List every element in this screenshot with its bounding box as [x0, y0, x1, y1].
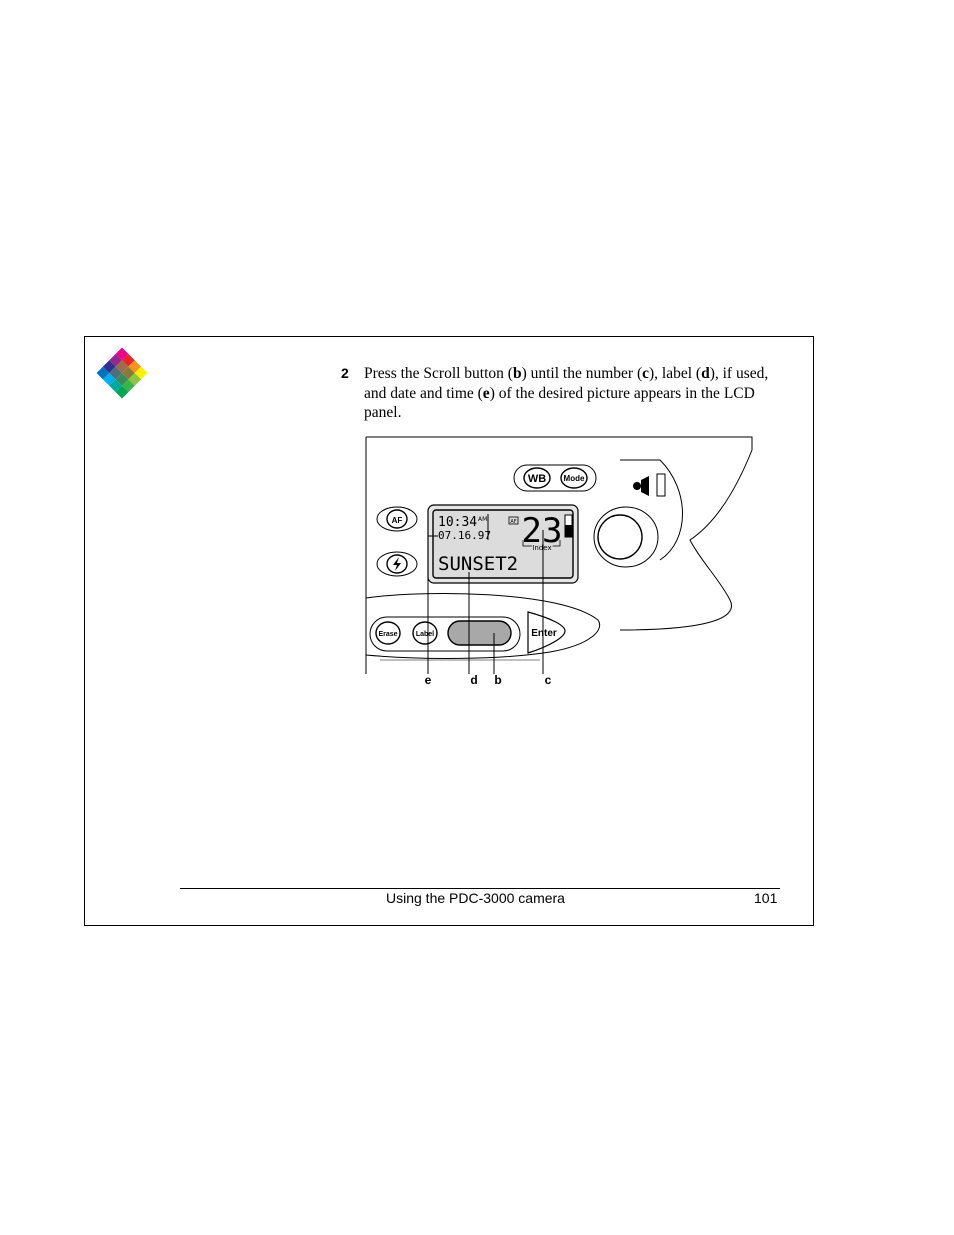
lower-button-row: Erase Label Enter — [369, 611, 566, 654]
footer-title: Using the PDC-3000 camera — [386, 890, 565, 906]
lightning-icon — [393, 557, 401, 571]
svg-text:Label: Label — [416, 631, 434, 638]
enter-button[interactable] — [527, 611, 566, 654]
wb-mode-button-group: WB Mode — [513, 464, 597, 492]
svg-text:Erase: Erase — [378, 631, 397, 638]
shutter-button[interactable] — [593, 506, 659, 568]
callout-c: c — [545, 673, 552, 687]
step-number: 2 — [341, 365, 349, 381]
page-frame — [84, 336, 814, 926]
callout-b: b — [494, 673, 501, 687]
svg-text:Enter: Enter — [531, 628, 557, 639]
lcd-picture-number: 23 — [522, 511, 563, 551]
lcd-ampm: AM — [478, 516, 487, 523]
camera-lcd-illustration: WB Mode AF 10:34 AM 07.16.97 AF 23 — [365, 436, 753, 687]
mode-button[interactable]: Mode — [564, 474, 585, 483]
step-instruction: Press the Scroll button (b) until the nu… — [364, 365, 769, 421]
wb-button[interactable]: WB — [528, 473, 546, 485]
callout-d: d — [470, 673, 477, 687]
lcd-date: 07.16.97 — [438, 529, 491, 542]
light-sensor-icon — [633, 473, 666, 497]
lcd-index: Index — [532, 544, 551, 552]
callout-e: e — [425, 673, 432, 687]
lcd-panel: 10:34 AM 07.16.97 AF 23 Index SUNSET2 — [427, 504, 579, 584]
af-button[interactable]: AF — [376, 506, 418, 532]
page-number: 101 — [754, 890, 778, 906]
lcd-label: SUNSET2 — [438, 553, 518, 575]
label-button[interactable] — [412, 621, 438, 645]
svg-text:AF: AF — [392, 516, 403, 525]
footer-rule — [180, 888, 780, 889]
logo-diamond-icon — [96, 347, 148, 399]
callout-lines — [427, 530, 544, 674]
erase-button[interactable] — [375, 621, 401, 645]
flash-button[interactable] — [376, 551, 418, 577]
lcd-time: 10:34 — [438, 515, 477, 530]
lcd-af: AF — [510, 519, 516, 525]
scroll-button[interactable] — [447, 620, 512, 646]
